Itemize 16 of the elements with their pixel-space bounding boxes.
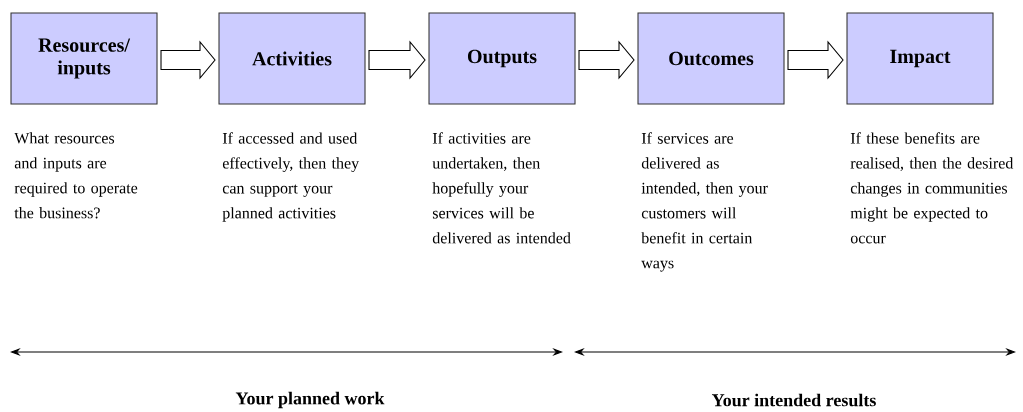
process-box: Outcomes <box>637 12 785 105</box>
process-box: Resources/ inputs <box>10 12 158 105</box>
span-label: Your intended results <box>712 393 876 407</box>
process-box: Impact <box>846 12 994 105</box>
process-box: Outputs <box>428 12 576 105</box>
block-arrow <box>578 40 635 80</box>
description-text: If these benefits are realised, then the desired changes in communities might be expected to occur <box>850 132 1014 244</box>
span-label: Your planned work <box>235 391 385 409</box>
block-arrow <box>160 40 216 80</box>
description-text: What resources and inputs are required to operate the business? <box>14 132 138 219</box>
description-text: If accessed and used effectively, then they can support your planned activities <box>222 132 360 222</box>
block-arrow <box>787 40 844 80</box>
process-box: Activities <box>218 12 366 105</box>
description-text: If activities are undertaken, then hopefully your services will be delivered as intended <box>432 132 571 244</box>
block-arrow <box>368 40 426 80</box>
description-text: If services are delivered as intended, then your customers will benefit in certain ways <box>641 132 768 272</box>
